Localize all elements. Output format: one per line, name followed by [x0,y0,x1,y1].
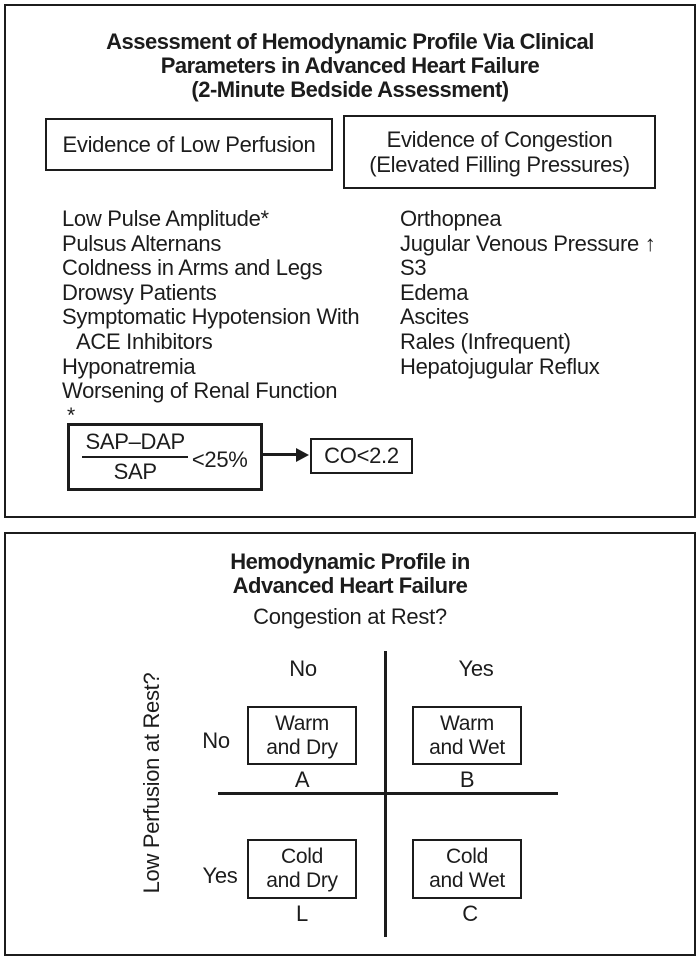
hemodynamic-profile-panel: Hemodynamic Profile in Advanced Heart Fa… [4,532,696,956]
congestion-item: Orthopnea [400,206,502,231]
low-perfusion-item: Symptomatic Hypotension With [62,304,360,330]
assessment-panel: Assessment of Hemodynamic Profile Via Cl… [4,4,696,518]
footnote-asterisk: * [67,404,75,427]
low-perfusion-item: Low Pulse Amplitude* [62,206,269,231]
low-perfusion-item: Drowsy Patients [62,279,217,305]
congestion-item: Edema [400,279,469,305]
quadrant-warm-dry-line-2: and Dry [266,735,338,759]
quadrant-cold-dry-line-1: Cold [281,845,323,868]
congestion-item: Jugular Venous Pressure ↑ [400,230,656,256]
col-header-yes: Yes [458,656,494,681]
arrow-right-icon [263,453,297,456]
congestion-item: Hepatojugular Reflux [400,353,600,379]
quadrant-warm-dry-line-1: Warm [274,711,329,735]
bottom-panel-title: Hemodynamic Profile in Advanced Heart Fa… [6,550,694,598]
top-title-line-1: Assessment of Hemodynamic Profile Via Cl… [106,29,594,54]
congestion-list: Orthopnea Jugular Venous Pressure ↑ S3 E… [400,206,656,379]
top-title-line-3: (2-Minute Bedside Assessment) [191,77,509,102]
low-perfusion-item: Coldness in Arms and Legs [62,255,323,281]
congestion-item: Rales (Infrequent) [400,328,571,354]
congestion-item: Ascites [400,304,469,330]
top-panel-title: Assessment of Hemodynamic Profile Via Cl… [6,30,694,102]
quadrant-letter-c: C [462,901,478,926]
quadrant-warm-wet-line-1: Warm [439,711,494,735]
cardiac-output-value: CO<2.2 [324,443,399,468]
row-header-yes: Yes [202,863,238,888]
quadrant-cold-wet-line-2: and Wet [429,869,505,892]
congestion-header-line-1: Evidence of Congestion [386,127,613,152]
arrow-right-head-icon [296,448,309,462]
quadrant-letter-l: L [296,901,308,926]
low-perfusion-list: Low Pulse Amplitude* Pulsus Alternans Co… [62,206,360,404]
fraction-numerator: SAP–DAP [82,429,188,458]
quadrant-letter-b: B [459,767,475,792]
quadrant-cold-wet-line-1: Cold [446,845,488,868]
quadrant-warm-wet: Warm and Wet [412,706,522,765]
quadrant-cold-dry-line-2: and Dry [266,869,338,892]
low-perfusion-header-label: Evidence of Low Perfusion [62,132,316,157]
grid-horizontal-divider [218,792,558,795]
bottom-title-line-2: Advanced Heart Failure [232,573,468,598]
quadrant-letter-a: A [294,767,310,792]
pulse-pressure-formula-box: SAP–DAP SAP <25% [67,423,263,491]
low-perfusion-item: Hyponatremia [62,353,196,379]
low-perfusion-item: Pulsus Alternans [62,230,222,256]
congestion-axis-label: Congestion at Rest? [253,604,447,629]
col-header-no: No [289,656,317,681]
quadrant-warm-dry: Warm and Dry [247,706,357,765]
quadrant-cold-dry: Cold and Dry [247,839,357,899]
quadrant-cold-wet: Cold and Wet [412,839,522,899]
fraction-denominator: SAP [113,459,157,484]
cardiac-output-box: CO<2.2 [310,438,413,474]
perfusion-axis-label: Low Perfusion at Rest? [139,672,164,894]
row-header-no: No [202,728,230,753]
congestion-header-box: Evidence of Congestion (Elevated Filling… [343,115,656,189]
low-perfusion-header-box: Evidence of Low Perfusion [45,118,333,171]
low-perfusion-item-continuation: ACE Inhibitors [76,328,213,354]
congestion-header-line-2: (Elevated Filling Pressures) [369,152,630,177]
low-perfusion-item: Worsening of Renal Function [62,378,338,404]
fraction-comparison: <25% [191,447,248,472]
pulse-pressure-fraction: SAP–DAP SAP [82,429,188,485]
quadrant-warm-wet-line-2: and Wet [429,735,505,759]
top-title-line-2: Parameters in Advanced Heart Failure [160,53,540,78]
bottom-title-line-1: Hemodynamic Profile in [230,549,470,574]
congestion-item: S3 [400,255,427,281]
